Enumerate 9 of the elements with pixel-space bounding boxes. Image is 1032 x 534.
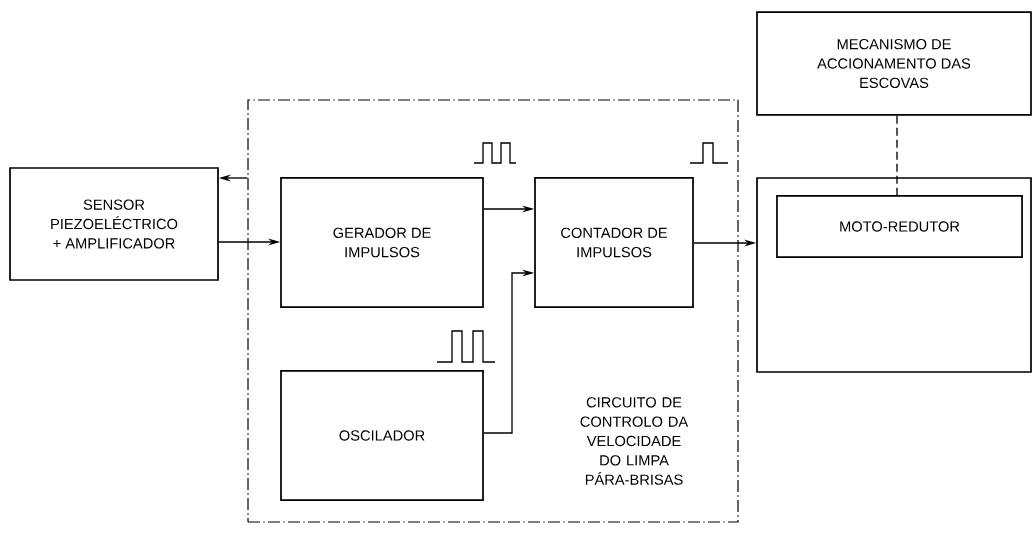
sensor-box: SENSOR PIEZOELÉCTRICO + AMPLIFICADOR: [9, 167, 219, 281]
process-box: OSCILADOR: [280, 370, 484, 501]
unit-box: [756, 177, 1032, 373]
circuit-label: CIRCUITO DE CONTROLO DA VELOCIDADE DO LIMPA PÁRA-BRISAS: [580, 397, 689, 485]
process-box: CONTADOR DE IMPULSOS: [534, 177, 694, 308]
process-box: MOTO-REDUTOR: [776, 195, 1023, 258]
connector-line: [896, 115, 898, 196]
process-box: GERADOR DE IMPULSOS: [280, 177, 484, 308]
process-box: MECANISMO DE ACCIONAMENTO DAS ESCOVAS: [756, 11, 1032, 116]
